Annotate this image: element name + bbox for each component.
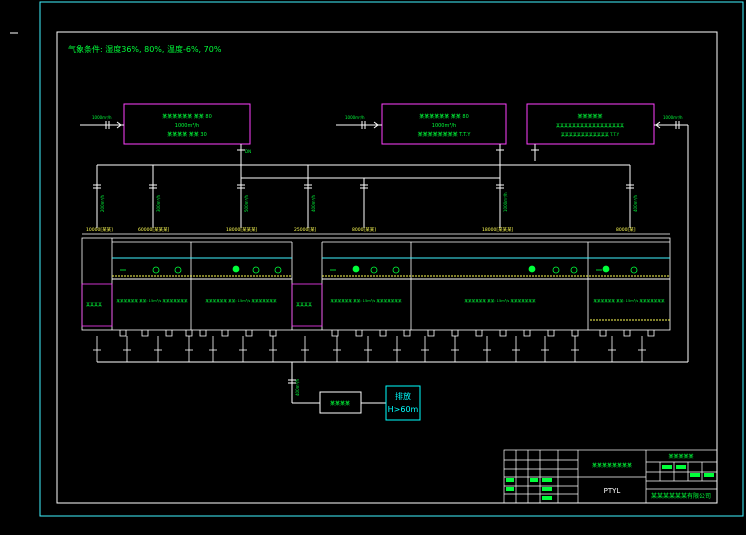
room-width-2: 60000[某某某] — [138, 227, 170, 233]
title-stamp: 某某某某某 — [668, 454, 693, 460]
inlet-1 — [80, 121, 124, 129]
inlet-2 — [336, 121, 382, 129]
exhaust-branches — [93, 336, 646, 362]
branch-label-6: 400m³/h — [633, 195, 638, 212]
inlet-2-label: 1000m³/h — [345, 115, 365, 120]
top-tag: DN — [245, 149, 251, 154]
room-label-4: 某某某某某某 某某: 15m³/s 某某某某某某某 — [464, 298, 536, 303]
fan-box — [319, 391, 362, 414]
unit-1-line-2: 1000m³/h — [175, 123, 199, 129]
room-label-3: 某某某某某某 某某: 15m³/s 某某某某某某某 — [330, 298, 402, 303]
stack-height: H>60m — [388, 405, 419, 414]
inlet-3 — [654, 121, 688, 129]
room-width-4: 25000[某] — [294, 227, 317, 233]
stack-box — [385, 385, 421, 421]
unit-2-line-2: 1000m³/h — [432, 123, 456, 129]
title-block-cell-marks — [506, 465, 714, 500]
branch-label-1: 200m³/h — [100, 195, 105, 212]
unit-box-2: 某某某某某某 某某 80 1000m³/h 某某某某某某某某 T.T.Y — [381, 103, 507, 145]
side-label-2: 某某某某 — [296, 301, 312, 307]
room-width-7: 8000[某] — [616, 227, 636, 233]
side-label-1: 某某某某 — [86, 301, 102, 307]
drawing-frame — [56, 31, 718, 504]
fan-label: 某某某某 — [330, 401, 350, 407]
title-company: 某某某某某某有限公司 — [651, 492, 711, 500]
unit-3-line-2: 某某某某某某某某某某某某某某某某某 — [556, 122, 624, 128]
equipment-icons — [120, 265, 638, 274]
exhaust-label: 400m³/h — [295, 379, 300, 396]
hall-outline — [81, 237, 671, 331]
unit-box-1: 某某某某某某 某某 80 1000m³/h 某某某某 某某 30 — [123, 103, 251, 145]
unit-2-line-1: 某某某某某某 某某 80 — [419, 114, 469, 120]
branch-label-5: 1000m³/h — [503, 192, 508, 212]
branch-label-3: 500m³/h — [244, 195, 249, 212]
sheet-border — [39, 1, 744, 517]
unit-1-line-1: 某某某某某某 某某 80 — [162, 114, 212, 120]
unit-3-line-1: 某某某某某 — [577, 114, 602, 120]
inlet-3-label: 1000m³/h — [663, 115, 683, 120]
title-code: PTYL — [604, 487, 621, 495]
exhaust-to-fan — [288, 362, 386, 404]
unit-3-line-3: 某某某某某某某某某某某某 T.T.Y — [561, 131, 620, 137]
valve-symbols — [93, 149, 634, 189]
room-width-6: 18000[某某某] — [482, 227, 514, 233]
room-width-1: 10000[某某] — [86, 227, 113, 233]
unit-1-line-3: 某某某某 某某 30 — [167, 132, 207, 138]
supply-header — [96, 125, 689, 362]
room-label-5: 某某某某某某 某某: 15m³/s 某某某某某某某 — [593, 298, 665, 303]
branch-label-2: 300m³/h — [156, 195, 161, 212]
room-width-5: 8000[某某] — [352, 227, 376, 233]
hall-bands — [112, 257, 670, 321]
header-note: 气象条件: 湿度36%, 80%, 温度-6%, 70% — [68, 44, 222, 54]
branch-label-4: 400m³/h — [311, 195, 316, 212]
unit-box-3: 某某某某某 某某某某某某某某某某某某某某某某某 某某某某某某某某某某某某 T.T… — [526, 103, 655, 145]
title-block — [503, 449, 718, 504]
title-drawing-name: 某某某某某某某某 — [592, 463, 632, 469]
room-label-1: 某某某某某某 某某: 15m³/s 某某某某某某某 — [116, 298, 188, 303]
inlet-1-label: 1000m³/h — [92, 115, 112, 120]
side-bays — [81, 283, 323, 327]
stack-title: 排放 — [395, 391, 411, 401]
unit-2-line-3: 某某某某某某某某 T.T.Y — [418, 132, 472, 138]
exhaust-hoods — [119, 330, 655, 337]
room-width-3: 18000[某某某] — [226, 227, 258, 233]
room-label-2: 某某某某某某 某某: 15m³/s 某某某某某某某 — [205, 298, 277, 303]
